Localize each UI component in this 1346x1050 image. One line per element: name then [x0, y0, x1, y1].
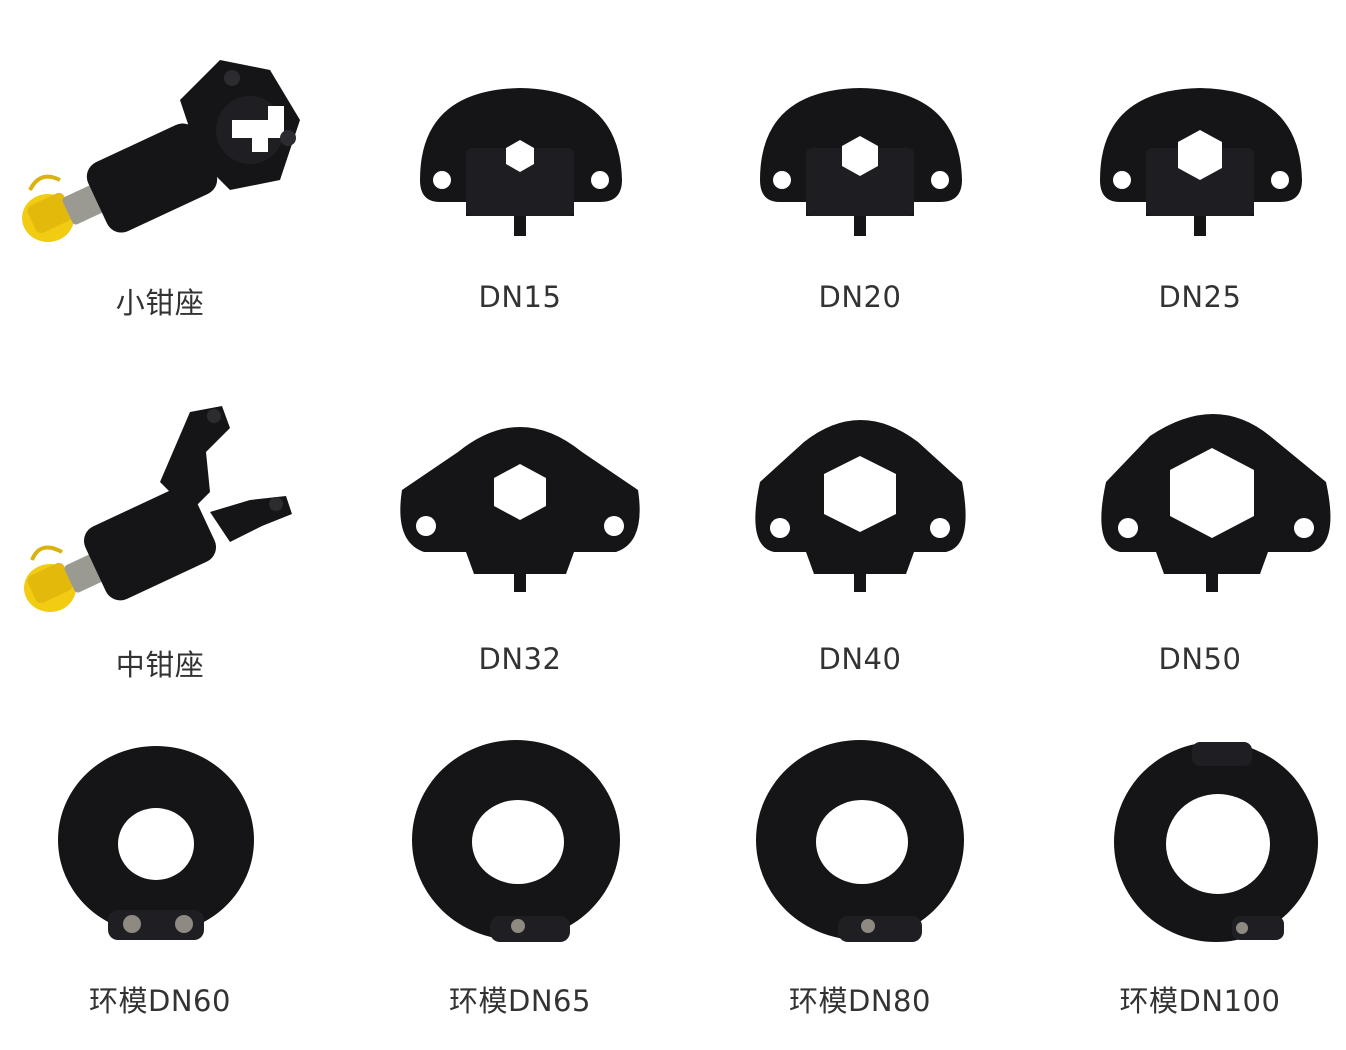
product-ring-dn60: 环模DN60	[0, 720, 320, 1050]
half-die-icon	[360, 392, 680, 652]
product-label: 中钳座	[115, 648, 205, 682]
small-clamp-head-icon	[0, 30, 320, 290]
half-die-icon	[700, 30, 1020, 290]
product-dn15: DN15	[360, 30, 680, 360]
ring-die-icon	[0, 720, 320, 980]
product-ring-dn65: 环模DN65	[360, 720, 680, 1050]
ring-die-icon	[360, 720, 680, 980]
product-label: DN32	[478, 642, 562, 676]
product-dn20: DN20	[700, 30, 1020, 360]
product-dn40: DN40	[700, 392, 1020, 722]
ring-die-icon	[1040, 720, 1346, 980]
product-ring-dn100: 环模DN100	[1040, 720, 1346, 1050]
half-die-icon	[1040, 30, 1346, 290]
product-label: 环模DN60	[89, 984, 231, 1018]
product-label: 环模DN65	[449, 984, 591, 1018]
product-label: DN25	[1158, 280, 1242, 314]
product-label: DN15	[478, 280, 562, 314]
half-die-icon	[360, 30, 680, 290]
product-label: DN20	[818, 280, 902, 314]
product-label: 环模DN80	[789, 984, 931, 1018]
product-dn32: DN32	[360, 392, 680, 722]
product-label: 小钳座	[115, 286, 205, 320]
half-die-icon	[700, 392, 1020, 652]
half-die-icon	[1040, 392, 1346, 652]
product-medium-clamp-seat: 中钳座	[0, 392, 320, 722]
ring-die-icon	[700, 720, 1020, 980]
product-label: 环模DN100	[1119, 984, 1281, 1018]
product-dn50: DN50	[1040, 392, 1346, 722]
product-dn25: DN25	[1040, 30, 1346, 360]
product-ring-dn80: 环模DN80	[700, 720, 1020, 1050]
product-small-clamp-seat: 小钳座	[0, 30, 320, 360]
medium-clamp-head-icon	[0, 392, 320, 652]
product-label: DN40	[818, 642, 902, 676]
product-label: DN50	[1158, 642, 1242, 676]
